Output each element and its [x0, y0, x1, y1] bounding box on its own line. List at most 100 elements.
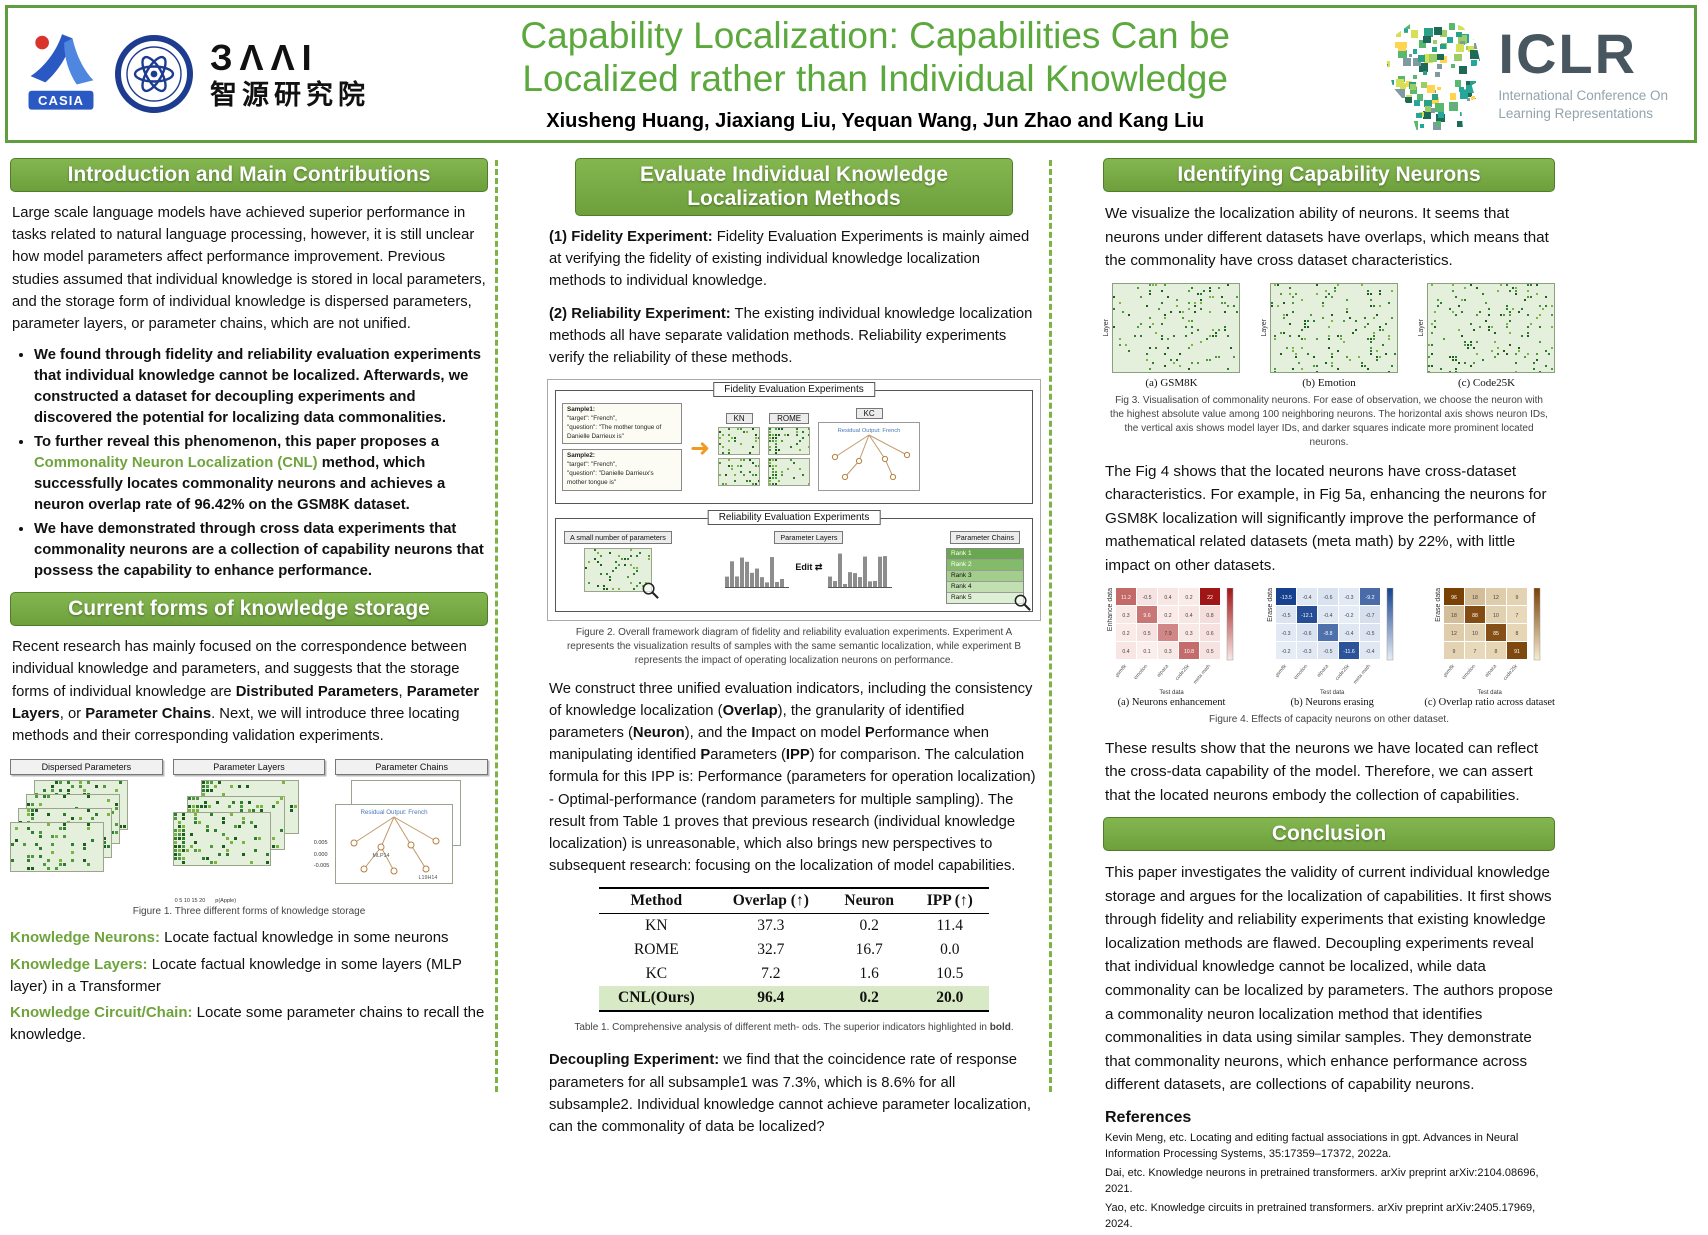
svg-text:-11.6: -11.6: [1343, 649, 1355, 655]
svg-text:gsm8k: gsm8k: [1276, 663, 1288, 679]
fig4-erasing-panel: Erase data -13.5-0.4-0.6-0.3-9.2-0.5-12.…: [1264, 587, 1401, 708]
svg-text:10: 10: [1472, 631, 1478, 637]
column-divider-2: [1049, 160, 1052, 1092]
layer-bar-chart-left: [725, 548, 790, 588]
svg-text:10.8: 10.8: [1183, 649, 1193, 655]
baai-wordmark: ЗΛΛI: [210, 36, 319, 78]
svg-text:88: 88: [1472, 613, 1478, 619]
svg-text:-12.1: -12.1: [1301, 613, 1313, 619]
poster-title-line2: Localized rather than Individual Knowled…: [522, 58, 1228, 99]
cas-emblem-icon: [115, 35, 193, 113]
colorbar-ticks: 0.005 0.000 -0.005: [313, 840, 330, 870]
svg-text:91: 91: [1514, 649, 1520, 655]
indicators-paragraph: We construct three unified evaluation in…: [549, 680, 1036, 875]
capability-paragraph-1: We visualize the localization ability of…: [1105, 205, 1549, 270]
fig3-code25k-panel: Layer (c) Code25K: [1418, 282, 1555, 389]
chains-card-stack: Residual Output: French MLP14 L19H: [335, 780, 488, 900]
svg-text:-0.6: -0.6: [1324, 595, 1333, 601]
svg-text:alpaca: alpaca: [1316, 663, 1330, 678]
fidelity-experiments-panel: Fidelity Evaluation Experiments Sample1:…: [555, 382, 1033, 504]
contribution-item-1: We found through fidelity and reliabilit…: [34, 345, 488, 429]
svg-text:-9.2: -9.2: [1366, 595, 1375, 601]
svg-text:-0.4: -0.4: [1345, 631, 1354, 637]
poster-title-line1: Capability Localization: Capabilities Ca…: [520, 15, 1230, 57]
svg-text:-0.4: -0.4: [1324, 613, 1333, 619]
svg-text:0.4: 0.4: [1122, 649, 1129, 655]
svg-text:0.4: 0.4: [1185, 613, 1192, 619]
svg-text:18: 18: [1451, 613, 1457, 619]
svg-text:85: 85: [1493, 631, 1499, 637]
reliability-experiments-panel: Reliability Evaluation Experiments A sma…: [555, 509, 1033, 612]
figure4-caption: Figure 4. Effects of capacity neurons on…: [1209, 713, 1449, 725]
svg-text:0.6: 0.6: [1206, 631, 1213, 637]
column-introduction: Introduction and Main Contributions Larg…: [10, 158, 489, 1051]
svg-text:gsm8k: gsm8k: [1116, 663, 1128, 679]
svg-text:0.2: 0.2: [1164, 613, 1171, 619]
dispersed-heatmap-stack: [10, 780, 163, 900]
svg-text:-0.3: -0.3: [1345, 595, 1354, 601]
figure1-dispersed-panel: Dispersed Parameters: [10, 759, 163, 900]
figure3-caption: Fig 3. Visualisation of commonality neur…: [1110, 394, 1548, 448]
table1-caption: Table 1. Comprehensive analysis of diffe…: [574, 1022, 1014, 1034]
reference-1: Kevin Meng, etc. Locating and editing fa…: [1105, 1131, 1519, 1160]
iclr-subtitle: International Conference On Learning Rep…: [1498, 87, 1668, 122]
reliability-paragraph: (2) Reliability Experiment: The existing…: [549, 305, 1033, 366]
poster-header: CASIA ЗΛΛI 智源研究院 Capability Localization…: [5, 5, 1697, 143]
storage-paragraph: Recent research has mainly focused on th…: [12, 639, 480, 744]
column-capability-neurons: Identifying Capability Neurons We visual…: [1103, 158, 1555, 1235]
figure2-caption: Figure 2. Overall framework diagram of f…: [566, 626, 1022, 666]
svg-text:-0.4: -0.4: [1303, 595, 1312, 601]
kc-tree-card: Residual Output: French: [818, 421, 921, 491]
sample-boxes: Sample1: "target": "French", "question":…: [562, 403, 682, 496]
svg-text:-0.6: -0.6: [1303, 631, 1312, 637]
fig3-emotion-panel: Layer (b) Emotion: [1261, 282, 1398, 389]
svg-text:10: 10: [1493, 613, 1499, 619]
knowledge-chain-item: Knowledge Circuit/Chain: Locate some par…: [10, 1004, 485, 1044]
svg-text:0.1: 0.1: [1143, 649, 1150, 655]
svg-text:8: 8: [1516, 631, 1519, 637]
svg-text:11.2: 11.2: [1121, 595, 1131, 601]
svg-text:0.3: 0.3: [1122, 613, 1129, 619]
figure1-chains-panel: Parameter Chains Residual Output: French: [335, 759, 489, 900]
svg-text:7: 7: [1474, 649, 1477, 655]
casia-label: CASIA: [38, 93, 84, 108]
authors: Xiusheng Huang, Jiaxiang Liu, Yequan Wan…: [546, 109, 1205, 132]
dispersed-parameters-label: Dispersed Parameters: [10, 759, 163, 776]
kn-method-column: KN: [718, 412, 761, 486]
svg-text:code25k: code25k: [1334, 663, 1351, 682]
svg-text:-0.3: -0.3: [1282, 631, 1291, 637]
svg-text:-0.4: -0.4: [1366, 649, 1375, 655]
parameter-chains-label: Parameter Chains: [335, 759, 489, 776]
svg-text:0.4: 0.4: [1164, 595, 1171, 601]
capability-paragraph-2: The Fig 4 shows that the located neurons…: [1105, 462, 1547, 574]
poster-title: Capability Localization: Capabilities Ca…: [378, 15, 1372, 101]
svg-text:96: 96: [1451, 595, 1457, 601]
reference-2: Dai, etc. Knowledge neurons in pretraine…: [1105, 1166, 1539, 1195]
section-header-knowledge-storage: Current forms of knowledge storage: [10, 592, 488, 627]
parameter-layers-label: Parameter Layers: [172, 759, 326, 776]
svg-text:gsm8k: gsm8k: [1444, 663, 1456, 679]
magnifier-icon: [1014, 594, 1031, 611]
svg-text:7: 7: [1516, 613, 1519, 619]
erasing-heatmap: -13.5-0.4-0.6-0.3-9.2-0.5-12.1-0.4-0.2-0…: [1276, 587, 1397, 690]
svg-text:9: 9: [1453, 649, 1456, 655]
edit-label: Edit ⇄: [795, 562, 823, 573]
fidelity-paragraph: (1) Fidelity Experiment: Fidelity Evalua…: [549, 229, 1030, 290]
svg-text:9.6: 9.6: [1143, 613, 1150, 619]
svg-text:8: 8: [1495, 649, 1498, 655]
section-header-identifying: Identifying Capability Neurons: [1103, 158, 1555, 192]
iclr-text-block: ICLR International Conference On Learnin…: [1498, 25, 1668, 122]
svg-text:MLP14: MLP14: [373, 853, 390, 859]
baai-chinese-name: 智源研究院: [210, 79, 370, 110]
svg-text:22: 22: [1207, 595, 1213, 601]
rome-method-column: ROME: [768, 412, 811, 486]
contribution-list: We found through fidelity and reliabilit…: [34, 345, 488, 582]
svg-text:meta math: meta math: [1352, 663, 1372, 685]
logo-group: CASIA ЗΛΛI 智源研究院: [8, 30, 370, 118]
